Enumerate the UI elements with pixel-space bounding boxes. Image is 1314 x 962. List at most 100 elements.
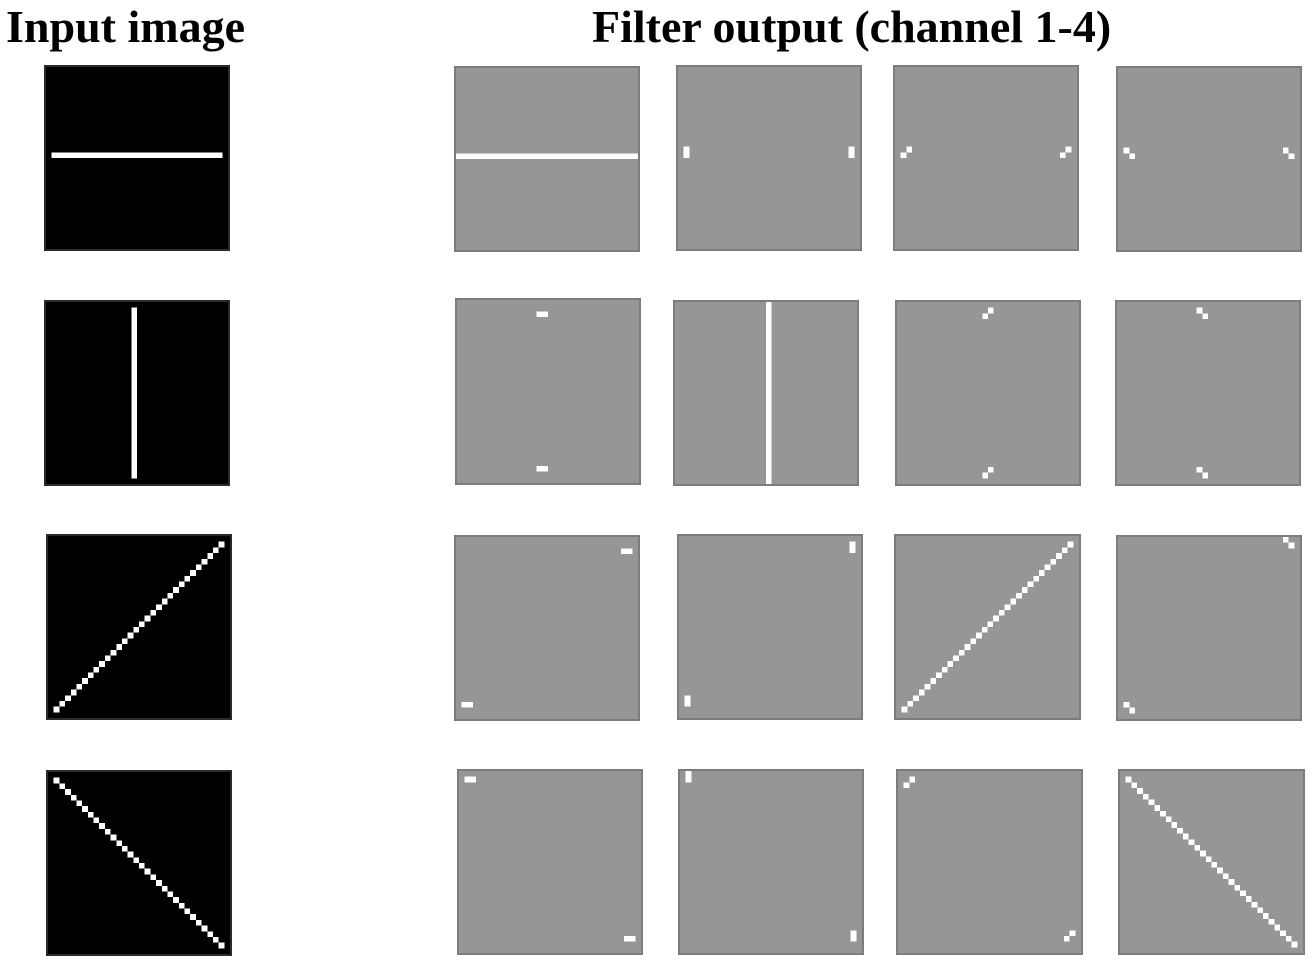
output-r1-ch1: [454, 66, 640, 252]
line-pixel: [173, 897, 179, 903]
feature-pixel: [909, 776, 916, 783]
line-pixel: [207, 931, 213, 937]
line-pixel: [1234, 884, 1241, 891]
line-pixel: [184, 575, 191, 582]
line-pixel: [201, 558, 208, 565]
feature-pixel: [1063, 935, 1070, 942]
line-pixel: [173, 587, 179, 593]
line-pixel: [127, 632, 134, 639]
line-pixel: [93, 666, 100, 673]
line-pixel: [156, 604, 162, 610]
feature-pixel: [1282, 537, 1289, 543]
line-pixel: [1061, 547, 1068, 554]
line-pixel: [161, 598, 168, 605]
line-pixel: [156, 880, 162, 886]
output-r2-ch4: [1115, 300, 1301, 486]
feature-pixel: [906, 146, 913, 153]
output-r4-ch4: [1118, 769, 1305, 955]
line-pixel: [1257, 907, 1263, 914]
input-image-vertical: [44, 300, 230, 486]
line-pixel: [1245, 896, 1252, 902]
input-image-horizontal: [44, 65, 230, 251]
feature-pixel: [51, 152, 223, 158]
line-pixel: [1056, 553, 1062, 559]
feature-pixel: [849, 541, 856, 554]
line-pixel: [1067, 541, 1074, 548]
line-pixel: [59, 700, 66, 707]
line-pixel: [93, 817, 100, 824]
line-pixel: [178, 581, 185, 588]
line-pixel: [970, 638, 977, 645]
line-pixel: [212, 547, 219, 554]
line-pixel: [65, 695, 71, 701]
feature-pixel: [1288, 542, 1295, 549]
output-r4-ch1: [457, 769, 643, 955]
line-pixel: [1160, 810, 1166, 817]
output-r2-ch3: [895, 300, 1081, 486]
line-pixel: [953, 655, 959, 662]
line-pixel: [139, 621, 145, 627]
feature-pixel: [1129, 153, 1136, 159]
line-pixel: [110, 834, 117, 841]
feature-pixel: [1202, 313, 1208, 320]
line-pixel: [958, 649, 965, 656]
line-pixel: [104, 655, 111, 662]
line-pixel: [1038, 570, 1045, 576]
feature-pixel: [903, 782, 910, 789]
line-pixel: [936, 672, 942, 679]
feature-pixel: [1069, 930, 1076, 936]
line-pixel: [1044, 564, 1051, 571]
line-pixel: [1240, 890, 1246, 897]
line-pixel: [190, 914, 196, 920]
line-pixel: [998, 609, 1005, 616]
feature-pixel: [685, 771, 692, 783]
line-pixel: [1171, 822, 1178, 828]
line-pixel: [1251, 901, 1258, 908]
line-pixel: [924, 683, 931, 690]
line-pixel: [161, 885, 168, 892]
feature-pixel: [900, 152, 907, 158]
line-pixel: [70, 689, 77, 696]
feature-pixel: [848, 146, 855, 158]
line-pixel: [1050, 558, 1057, 565]
line-pixel: [99, 661, 105, 667]
filter-output-heading: Filter output (channel 1-4): [592, 1, 1112, 52]
feature-pixel: [988, 466, 994, 473]
line-pixel: [1194, 844, 1201, 851]
feature-pixel: [1202, 472, 1208, 479]
line-pixel: [1274, 924, 1281, 931]
line-pixel: [195, 919, 202, 926]
line-pixel: [104, 828, 111, 835]
line-pixel: [133, 627, 139, 633]
feature-pixel: [982, 472, 988, 479]
line-pixel: [212, 936, 219, 943]
line-pixel: [1177, 827, 1183, 834]
line-pixel: [53, 706, 60, 713]
line-pixel: [1291, 941, 1298, 948]
feature-pixel: [683, 146, 690, 158]
line-pixel: [1148, 799, 1155, 806]
line-pixel: [144, 615, 151, 622]
line-pixel: [1004, 604, 1011, 610]
feature-pixel: [536, 465, 548, 472]
output-r4-ch3: [896, 769, 1083, 955]
line-pixel: [976, 632, 982, 639]
line-pixel: [1142, 793, 1149, 800]
feature-pixel: [982, 313, 988, 320]
line-pixel: [167, 592, 174, 599]
line-pixel: [1188, 839, 1195, 845]
line-pixel: [947, 661, 954, 667]
input-image-diagonal-up: [46, 534, 232, 720]
line-pixel: [913, 695, 919, 701]
feature-pixel: [1196, 307, 1203, 314]
line-pixel: [144, 868, 151, 875]
output-r1-ch2: [676, 65, 862, 251]
line-pixel: [65, 789, 71, 795]
line-pixel: [1222, 873, 1229, 880]
output-r4-ch2: [678, 769, 864, 955]
line-pixel: [184, 908, 191, 915]
line-pixel: [70, 794, 77, 801]
line-pixel: [87, 672, 94, 679]
line-pixel: [993, 615, 999, 622]
output-r3-ch1: [454, 535, 640, 721]
